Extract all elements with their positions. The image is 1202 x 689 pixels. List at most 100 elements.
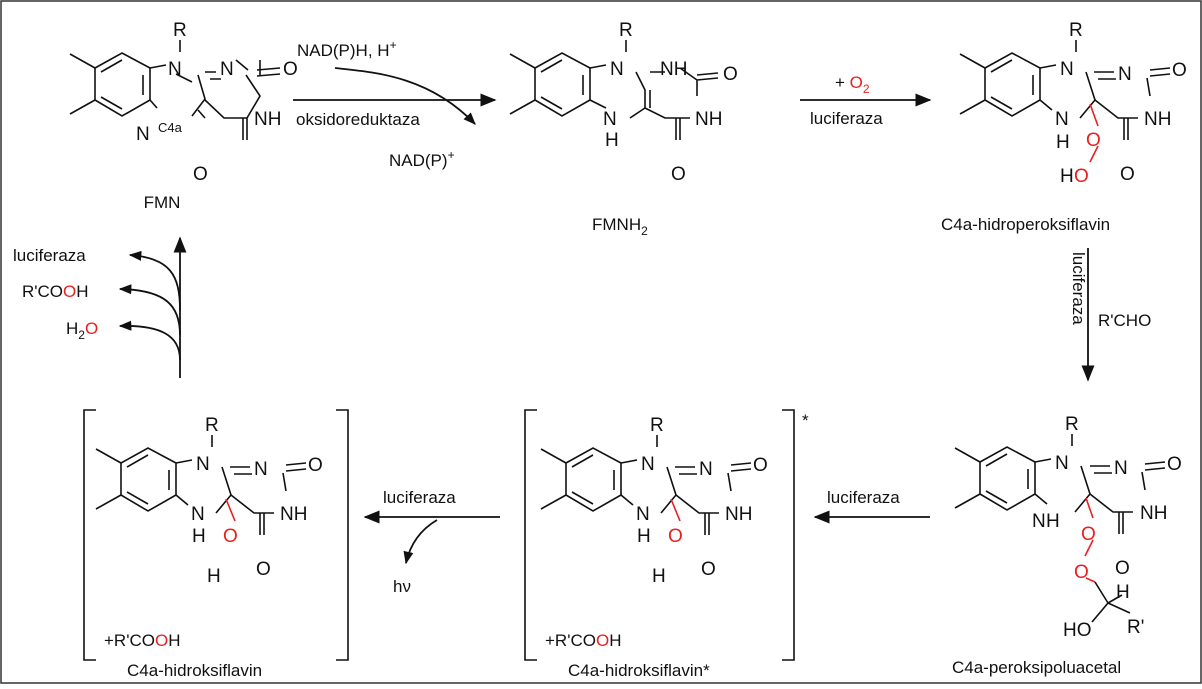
release-acid: R'COOH	[22, 282, 89, 301]
hydroxy-o4-label: O	[256, 559, 271, 580]
release-acid-arc	[118, 284, 181, 336]
hydroxy-excited-oh-h-label: H	[652, 566, 666, 587]
step1-product-out: NAD(P)+	[389, 148, 455, 170]
hydroxy-excited-o4-label: O	[701, 559, 716, 580]
hydroxy-excited-name: C4a-hidroksiflavin*	[568, 661, 710, 680]
fmnh2-r-label: R	[619, 20, 633, 41]
step3-aldehyde-addition: luciferaza R'CHO	[1069, 248, 1151, 382]
hydroxy-excited-n5-label: N	[636, 504, 650, 525]
step1-cofactor-arc	[334, 67, 476, 125]
peroxyhemiacetal-nh-label: NH	[1140, 503, 1167, 524]
peroxyhemiacetal-o2-label: O	[1167, 454, 1182, 475]
release-water: H2O	[66, 319, 98, 342]
release-acid-suffix: H	[76, 282, 88, 301]
excited-state-star: *	[802, 411, 809, 430]
hydroxy-excited-oh-o-label: O	[668, 526, 683, 547]
release-water-o: O	[85, 319, 98, 338]
step2-o2: O	[850, 73, 863, 92]
peroxyhemiacetal-structure: R N N O NH N H O O O H R' HO C4a-peroksi…	[952, 414, 1182, 677]
peroxyhemiacetal-rprime-label: R'	[1127, 617, 1144, 638]
release-step: luciferaza R'COOH H2O	[13, 236, 187, 378]
hydroxy-excited-coproduct-o: O	[596, 631, 609, 650]
peroxyhemiacetal-name: C4a-peroksipoluacetal	[952, 658, 1121, 677]
hydroperoxyflavin-structure: R N N O NH N H O H O O C4a-hidroperoksif…	[941, 20, 1187, 234]
step2-plus: +	[835, 73, 850, 92]
peroxyhemiacetal-r-label: R	[1065, 414, 1079, 435]
fmn-n5-label: N	[136, 124, 150, 145]
fmn-name: FMN	[144, 193, 181, 212]
step1-product-out-sup: +	[448, 148, 455, 162]
hydroxy-h5-label: H	[192, 526, 206, 547]
peroxyhemiacetal-n10-label: N	[1055, 453, 1069, 474]
step5-light-arc	[403, 519, 438, 565]
hydroxy-coproduct-prefix: +R'CO	[104, 631, 155, 650]
fmn-nh-label: NH	[254, 109, 281, 130]
release-acid-o: O	[63, 282, 76, 301]
peroxyhemiacetal-n1-label: N	[1114, 458, 1128, 479]
step1-reagent-in: NAD(P)H, H+	[297, 38, 397, 60]
fmnh2-name-main: FMNH	[592, 215, 641, 234]
fmnh2-n10-label: N	[610, 59, 624, 80]
fmn-c4a-label: C4a	[158, 120, 183, 135]
fmnh2-structure: R N NH O NH N H O FMNH2	[509, 20, 738, 238]
fmnh2-h5-label: H	[605, 130, 619, 151]
hydroperoxy-o2-label: O	[1172, 60, 1187, 81]
hydroxy-coproduct-suffix: H	[168, 631, 180, 650]
hydroxy-excited-n10-label: N	[641, 454, 655, 475]
fmnh2-name-sub: 2	[641, 224, 648, 238]
hydroxy-r-label: R	[205, 415, 219, 436]
hydroxy-oh-h-label: H	[207, 566, 221, 587]
hydroxy-coproduct-o: O	[155, 631, 168, 650]
hydroxy-name: C4a-hidroksiflavin	[127, 661, 262, 680]
hydroperoxy-n5-label: N	[1055, 109, 1069, 130]
peroxyhemiacetal-ho-label: HO	[1063, 620, 1092, 641]
hydroperoxy-nh-label: NH	[1144, 109, 1171, 130]
step5-emission: luciferaza hν	[363, 488, 500, 596]
hydroxy-excited-r-label: R	[650, 415, 664, 436]
fmn-structure: R N N O NH N C4a O FMN	[69, 20, 298, 212]
hydroperoxy-ho-o-label: O	[1074, 166, 1089, 187]
step1-reduction: NAD(P)H, H+ oksidoreduktaza NAD(P)+	[293, 38, 497, 170]
hydroxy-n1-label: N	[254, 459, 268, 480]
release-water-sub: 2	[78, 328, 85, 342]
hydroxy-excited-coproduct: +R'COOH	[545, 631, 621, 650]
hydroxy-excited-coproduct-prefix: +R'CO	[545, 631, 596, 650]
step1-enzyme: oksidoreduktaza	[296, 110, 420, 129]
hydroperoxy-o4-label: O	[1120, 164, 1135, 185]
release-water-h: H	[66, 319, 78, 338]
step3-enzyme: luciferaza	[1069, 252, 1088, 325]
step4-enzyme: luciferaza	[827, 488, 900, 507]
hydroxyflavin-excited-structure: * R N N O NH N H O H O +R'COOH C4a-hidro…	[524, 409, 809, 680]
hydroperoxy-h5-label: H	[1056, 132, 1070, 153]
hydroperoxy-n10-label: N	[1060, 59, 1074, 80]
hydroxy-n5-label: N	[191, 504, 205, 525]
hydroxy-excited-o2-label: O	[753, 455, 768, 476]
fmnh2-nh1-label: NH	[660, 59, 687, 80]
step5-enzyme: luciferaza	[383, 488, 456, 507]
release-acid-prefix: R'CO	[22, 282, 63, 301]
hydroxy-o2-label: O	[308, 455, 323, 476]
fmnh2-o2-label: O	[723, 64, 738, 85]
peroxyhemiacetal-o-b-label: O	[1074, 562, 1089, 583]
step2-enzyme: luciferaza	[810, 109, 883, 128]
step3-reagent: R'CHO	[1098, 311, 1151, 330]
hydroperoxy-ho-h-label: H	[1060, 166, 1074, 187]
hydroxyflavin-structure: R N N O NH N H O H O +R'COOH C4a-hidroks…	[83, 409, 349, 680]
release-enzyme: luciferaza	[13, 246, 86, 265]
step2-o2-sub: 2	[863, 82, 870, 96]
hydroperoxy-o-a-label: O	[1086, 130, 1101, 151]
release-enzyme-arc	[128, 250, 181, 311]
step4-decomposition: luciferaza	[813, 488, 930, 524]
fmnh2-nh3-label: NH	[695, 109, 722, 130]
hydroxy-coproduct: +R'COOH	[104, 631, 180, 650]
hydroxy-nh-label: NH	[280, 504, 307, 525]
hydroperoxy-r-label: R	[1069, 20, 1083, 41]
peroxyhemiacetal-o-a-label: O	[1081, 524, 1096, 545]
hydroxy-n10-label: N	[196, 454, 210, 475]
fmnh2-o4-label: O	[671, 164, 686, 185]
peroxyhemiacetal-o4-label: O	[1115, 558, 1130, 579]
step2-oxygen: + O2	[835, 73, 870, 96]
hydroxy-excited-coproduct-suffix: H	[609, 631, 621, 650]
